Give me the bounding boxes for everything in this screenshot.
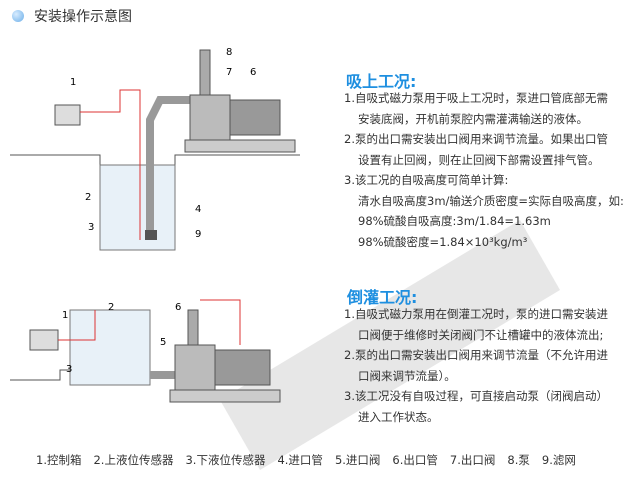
text-line: 安装底阀，开机前泵腔内需灌满输送的液体。 bbox=[358, 111, 588, 126]
label: 8 bbox=[226, 47, 232, 58]
label: 3 bbox=[88, 222, 94, 233]
legend-item: 5.进口阀 bbox=[334, 453, 381, 467]
text-line: 1.自吸式磁力泵用于吸上工况时，泵进口管底部无需 bbox=[344, 91, 608, 105]
legend-item: 1.控制箱 bbox=[36, 453, 82, 467]
text-line: 1.自吸式磁力泵用在倒灌工况时，泵的进口需安装进 bbox=[344, 307, 608, 321]
title-text: 安装操作示意图 bbox=[34, 9, 132, 25]
text-line: 口阀便于维修时关闭阀门不让槽罐中的液体流出; bbox=[358, 327, 604, 342]
label: 3 bbox=[66, 364, 72, 375]
label: 2 bbox=[85, 192, 91, 203]
text-line: 清水自吸高度3m/输送介质密度=实际自吸高度，如: bbox=[358, 193, 624, 208]
page-title: 安装操作示意图 bbox=[12, 6, 132, 26]
legend-item: 8.泵 bbox=[507, 453, 530, 467]
text-line: 2.泵的出口需安装出口阀用来调节流量（不允许用进 bbox=[344, 348, 608, 362]
outlet-pipe bbox=[199, 49, 211, 96]
label: 1 bbox=[62, 310, 68, 321]
label: 1 bbox=[70, 77, 76, 88]
suction-heading: 吸上工况: bbox=[346, 72, 417, 91]
text-line: 设置有止回阀，则在止回阀下部需设置排气管。 bbox=[358, 152, 600, 167]
strainer bbox=[145, 230, 157, 240]
text-line: 98%硫酸自吸高度:3m/1.84=1.63m bbox=[358, 214, 551, 228]
bullet-icon bbox=[12, 10, 24, 22]
legend-item: 7.出口阀 bbox=[449, 453, 496, 467]
legend-item: 9.滤网 bbox=[541, 453, 576, 467]
legend-item: 4.进口管 bbox=[277, 453, 323, 467]
label: 9 bbox=[195, 229, 201, 240]
flooded-heading: 倒灌工况: bbox=[347, 288, 418, 307]
text-line: 进入工作状态。 bbox=[358, 409, 439, 424]
label: 4 bbox=[195, 204, 201, 215]
label: 6 bbox=[250, 67, 256, 78]
label: 6 bbox=[175, 302, 181, 313]
control-box bbox=[54, 104, 81, 126]
legend-item: 2.上液位传感器 bbox=[93, 453, 174, 467]
legend-item: 6.出口管 bbox=[392, 453, 438, 467]
legend-item: 3.下液位传感器 bbox=[185, 453, 266, 467]
legend: 1.控制箱 2.上液位传感器 3.下液位传感器 4.进口管 5.进口阀 6.出口… bbox=[36, 452, 576, 468]
suction-diagram: 8 7 6 1 2 3 4 9 bbox=[10, 47, 300, 251]
text-line: 2.泵的出口需安装出口阀用来调节流量。如果出口管 bbox=[344, 132, 608, 146]
label: 5 bbox=[160, 337, 166, 348]
label: 7 bbox=[226, 67, 232, 78]
motor bbox=[229, 99, 281, 136]
text-line: 口阀来调节流量）。 bbox=[358, 368, 456, 383]
text-line: 3.该工况没有自吸过程，可直接启动泵（闭阀启动） bbox=[344, 389, 608, 403]
pump bbox=[189, 94, 231, 141]
watermark bbox=[220, 220, 560, 470]
label: 2 bbox=[108, 302, 114, 313]
text-line: 3.该工况的自吸高度可简单计算: bbox=[344, 173, 509, 187]
text-line: 98%硫酸密度=1.84×10³kg/m³ bbox=[358, 234, 528, 249]
flooded-diagram: 1 2 3 6 5 bbox=[10, 299, 281, 403]
flooded-text: 1.自吸式磁力泵用在倒灌工况时，泵的进口需安装进 口阀便于维修时关闭阀门不让槽罐… bbox=[344, 304, 608, 427]
suction-text: 1.自吸式磁力泵用于吸上工况时，泵进口管底部无需 安装底阀，开机前泵腔内需灌满输… bbox=[344, 88, 624, 252]
